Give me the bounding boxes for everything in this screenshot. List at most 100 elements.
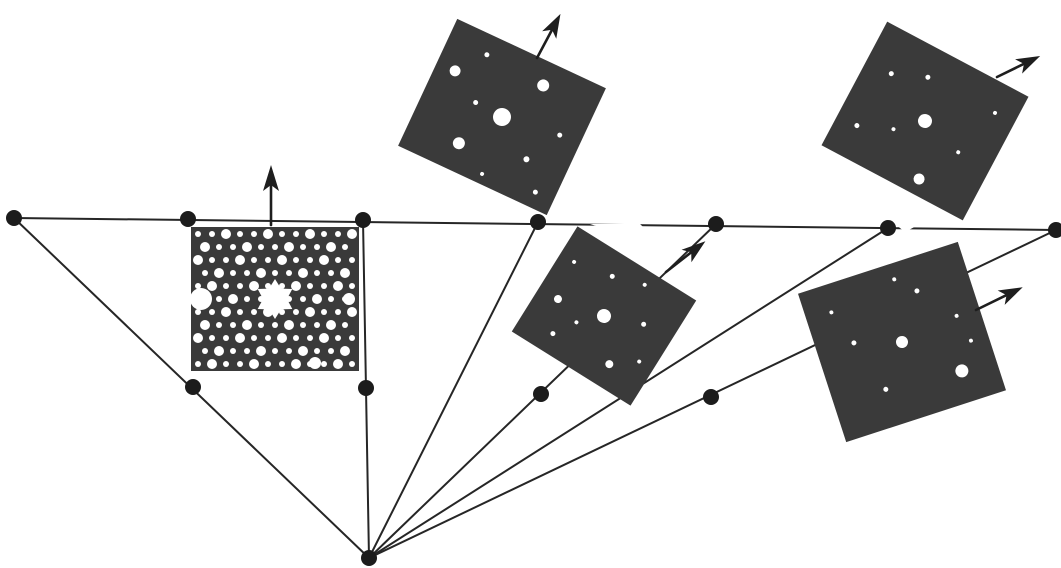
zone-line-2 [369,222,538,558]
node-top-5 [880,220,896,236]
arrow-5 [972,280,1026,317]
diffraction-spot [291,281,301,291]
diffraction-spot [293,309,299,315]
diffraction-spot [230,270,236,276]
diffraction-spot [335,257,341,263]
diffraction-spot [237,361,243,367]
diffraction-spot [235,255,245,265]
diffraction-spot [207,359,217,369]
diffraction-spot [342,244,348,250]
diffraction-spot [258,322,264,328]
diffraction-spot [221,307,231,317]
diffraction-spot [258,244,264,250]
diffraction-spot [272,348,278,354]
diffraction-spot [228,294,238,304]
diffraction-spot [328,296,334,302]
diffraction-spot [328,270,334,276]
diffraction-spot [314,348,320,354]
diffraction-spot [223,361,229,367]
diffraction-spot [230,322,236,328]
diffraction-spot [349,361,355,367]
node-zone-5 [703,389,719,405]
diffraction-spot [209,257,215,263]
diffraction-spot [333,359,343,369]
diffraction-spot [272,270,278,276]
diffraction-spot [349,335,355,341]
diffraction-spot [286,270,292,276]
diffraction-spot [256,346,266,356]
diffraction-pattern-3 [822,22,1029,221]
diffraction-spot [321,283,327,289]
diffraction-spot [209,231,215,237]
diffraction-spot [284,320,294,330]
diffraction-spot [216,244,222,250]
diffraction-spot [349,283,355,289]
diffraction-spot [193,255,203,265]
diffraction-spot [343,293,355,305]
diffraction-spot [335,309,341,315]
node-top-1 [180,211,196,227]
diffraction-spot [216,296,222,302]
diffraction-spot [286,348,292,354]
diffraction-spot [279,361,285,367]
diffraction-spot [333,281,343,291]
diffraction-spot [305,307,315,317]
diffraction-spot [237,283,243,289]
diffraction-pattern-5 [798,242,1006,442]
diffraction-spot [249,359,259,369]
diffraction-spot [321,231,327,237]
diffraction-spot [314,270,320,276]
diffraction-spot [307,257,313,263]
diffraction-spot [298,346,308,356]
diffraction-spot [328,348,334,354]
diffraction-spot [237,309,243,315]
diffraction-spot [314,244,320,250]
node-bottom-apex [361,550,377,566]
diffraction-spot [300,322,306,328]
diffraction-spot [209,335,215,341]
diffraction-spot [342,322,348,328]
diffraction-spot [272,322,278,328]
diffraction-spot [314,322,320,328]
diffraction-spot [279,231,285,237]
diffraction-spot [347,229,357,239]
node-left-edge [185,379,201,395]
diffraction-spot [300,244,306,250]
diffraction-spot [340,346,350,356]
node-zone-2 [533,386,549,402]
diffraction-spot [251,309,257,315]
diffraction-spot [335,231,341,237]
diffraction-spot [244,270,250,276]
diffraction-spot [284,242,294,252]
diffraction-spot [293,257,299,263]
diffraction-spot [244,348,250,354]
diffraction-spot [235,333,245,343]
diffraction-spot [242,320,252,330]
diffraction-spot [307,283,313,289]
diffraction-spot [319,333,329,343]
diffraction-spot [291,359,301,369]
diffraction-spot [202,270,208,276]
diffraction-spot [249,281,259,291]
diffraction-spot [190,288,212,310]
diffraction-spot [335,335,341,341]
node-top-2 [355,212,371,228]
diffraction-spot [223,283,229,289]
diffraction-spot [265,257,271,263]
arrow-3 [993,49,1043,84]
diffraction-spot [321,361,327,367]
diffraction-spot [349,257,355,263]
diffraction-spot [200,320,210,330]
diffraction-pattern-2 [398,19,606,215]
diffraction-spot [277,255,287,265]
diffraction-spot [251,257,257,263]
diffraction-spot [195,231,201,237]
diffraction-spot [305,229,315,239]
diffraction-spot [326,320,336,330]
diffraction-spot [347,307,357,317]
diffraction-spot [312,294,322,304]
diffraction-spot [272,244,278,250]
diffraction-spot [300,296,306,302]
